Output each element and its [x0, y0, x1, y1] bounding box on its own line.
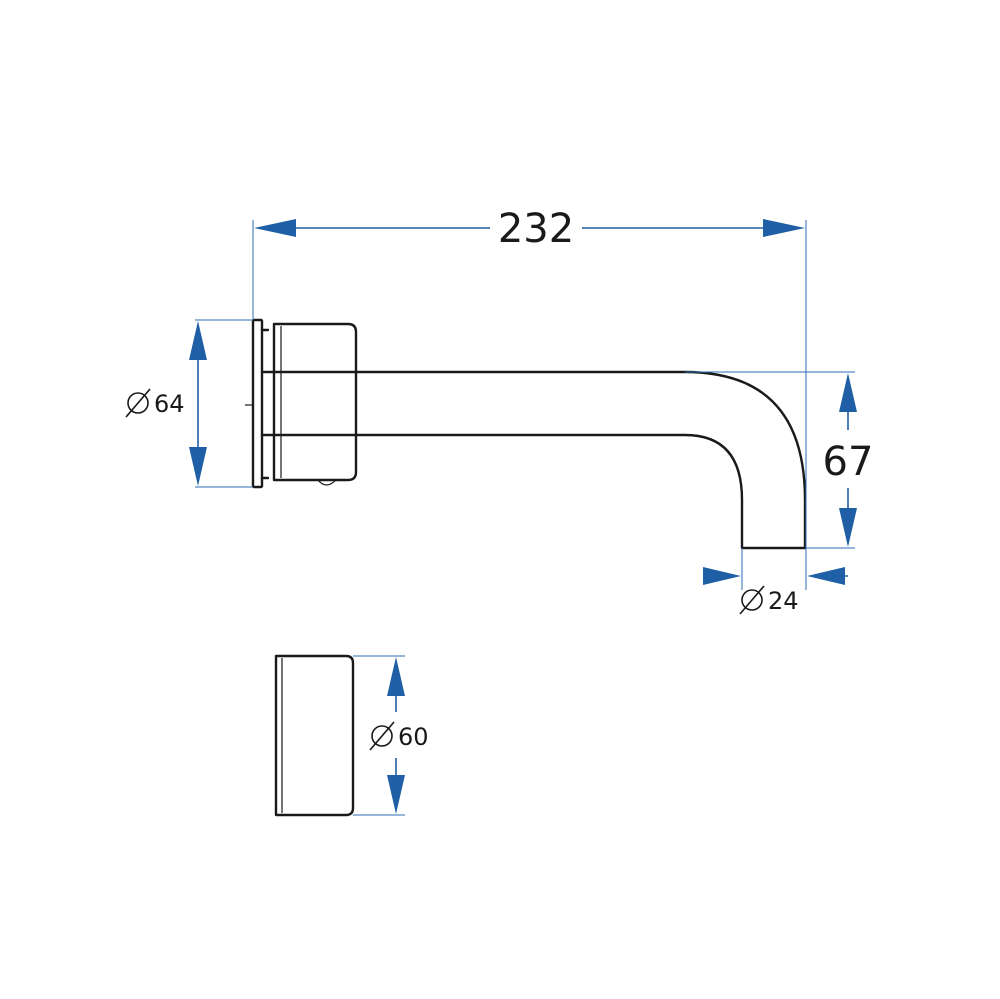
arrowhead-up [387, 657, 405, 696]
body-connector [260, 328, 270, 480]
diameter-symbol-icon [125, 388, 151, 418]
arrowhead-left [254, 219, 296, 237]
arrowhead-down [839, 508, 857, 547]
dimension-spout-outlet-diameter: 24 [703, 567, 848, 615]
spout-outlet-diameter-value: 24 [768, 587, 799, 615]
wall-plate [251, 318, 264, 489]
arrowhead-right [703, 567, 741, 585]
handle-diameter-value: 60 [398, 723, 429, 751]
arrowhead-up [839, 373, 857, 412]
arrowhead-down [387, 775, 405, 814]
diameter-symbol-icon [739, 585, 765, 615]
dimension-overall-length: 232 [254, 206, 805, 252]
spout-pipe [260, 370, 807, 550]
diameter-symbol-icon [369, 721, 395, 751]
spout-height-value: 67 [823, 439, 874, 485]
handle-body [274, 654, 355, 817]
arrowhead-right [763, 219, 805, 237]
overall-length-value: 232 [498, 206, 574, 252]
dimension-spout-height: 67 [823, 373, 874, 547]
wall-plate-diameter-value: 64 [154, 390, 185, 418]
extension-lines [195, 220, 855, 816]
body-knob [317, 479, 337, 486]
spout-assembly [245, 318, 807, 550]
mixer-body [272, 322, 358, 482]
arrowhead-down [189, 447, 207, 486]
handle [274, 654, 355, 817]
dimension-wall-plate-diameter: 64 [125, 321, 207, 486]
arrowhead-left [807, 567, 845, 585]
dimension-handle-diameter: 60 [369, 657, 429, 814]
arrowhead-up [189, 321, 207, 360]
